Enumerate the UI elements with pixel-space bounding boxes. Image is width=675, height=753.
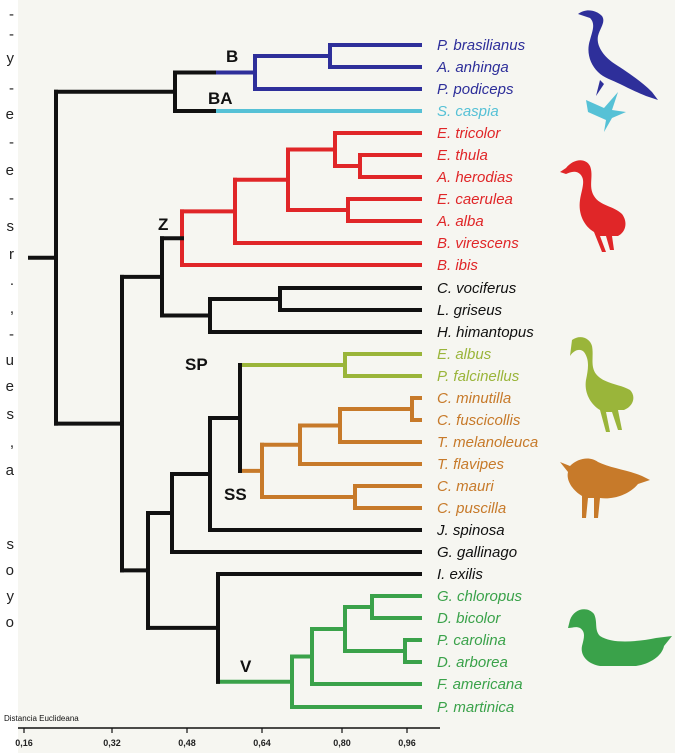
taxon-label: T. flavipes (437, 456, 504, 473)
taxon-label: P. carolina (437, 632, 506, 649)
clade-label-ba: BA (208, 89, 233, 108)
taxon-label: C. fuscicollis (437, 412, 521, 429)
taxon-label: C. minutilla (437, 390, 511, 407)
axis-tick-label: 0,48 (178, 738, 196, 748)
axis-tick-label: 0,96 (398, 738, 416, 748)
axis-tick-label: 0,64 (253, 738, 271, 748)
clade-label-v: V (240, 657, 252, 676)
taxon-label: D. bicolor (437, 610, 501, 627)
axis-tick-label: 0,16 (15, 738, 33, 748)
taxon-label: H. himantopus (437, 324, 534, 341)
spoonbill-icon (570, 337, 633, 432)
taxon-label: B. virescens (437, 235, 519, 252)
axis-ticks: 0,16 0,32 0,48 0,64 0,80 0,96 (15, 728, 416, 748)
taxon-label: I. exilis (437, 566, 483, 583)
taxon-label: L. griseus (437, 302, 503, 319)
taxon-label: A. anhinga (436, 59, 509, 76)
taxon-label: A. herodias (436, 169, 513, 186)
taxon-label: G. chloropus (437, 588, 523, 605)
taxon-label: E. albus (437, 346, 492, 363)
taxon-label: T. melanoleuca (437, 434, 538, 451)
taxon-label: E. caerulea (437, 191, 513, 208)
clade-label-sp: SP (185, 355, 208, 374)
taxon-label: G. gallinago (437, 544, 517, 561)
cormorant-icon (578, 10, 658, 100)
taxon-label: B. ibis (437, 257, 478, 274)
taxon-label: E. thula (437, 147, 488, 164)
dendrogram-branches (30, 45, 420, 707)
x-axis: Distancia Euclideana 0,16 0,32 0,48 0,64 0,8… (4, 714, 440, 748)
axis-tick-label: 0,32 (103, 738, 121, 748)
duck-icon (568, 609, 672, 666)
taxon-label: P. podiceps (437, 81, 514, 98)
tern-icon (586, 92, 626, 132)
taxon-label: C. mauri (437, 478, 494, 495)
sandpiper-icon (560, 459, 650, 518)
clade-label-ss: SS (224, 485, 247, 504)
taxon-labels: P. brasilianus A. anhinga P. podiceps S. ca… (436, 37, 538, 716)
heron-icon (560, 160, 625, 252)
taxon-label: F. americana (437, 676, 523, 693)
clade-label-z: Z (158, 215, 168, 234)
taxon-label: S. caspia (437, 103, 499, 120)
taxon-label: A. alba (436, 213, 484, 230)
taxon-label: P. martinica (437, 699, 514, 716)
taxon-label: E. tricolor (437, 125, 501, 142)
taxon-label: C. puscilla (437, 500, 506, 517)
clade-label-b: B (226, 47, 238, 66)
axis-tick-label: 0,80 (333, 738, 351, 748)
taxon-label: P. brasilianus (437, 37, 526, 54)
taxon-label: J. spinosa (436, 522, 505, 539)
axis-title: Distancia Euclideana (4, 714, 79, 723)
taxon-label: D. arborea (437, 654, 508, 671)
taxon-label: P. falcinellus (437, 368, 520, 385)
taxon-label: C. vociferus (437, 280, 517, 297)
